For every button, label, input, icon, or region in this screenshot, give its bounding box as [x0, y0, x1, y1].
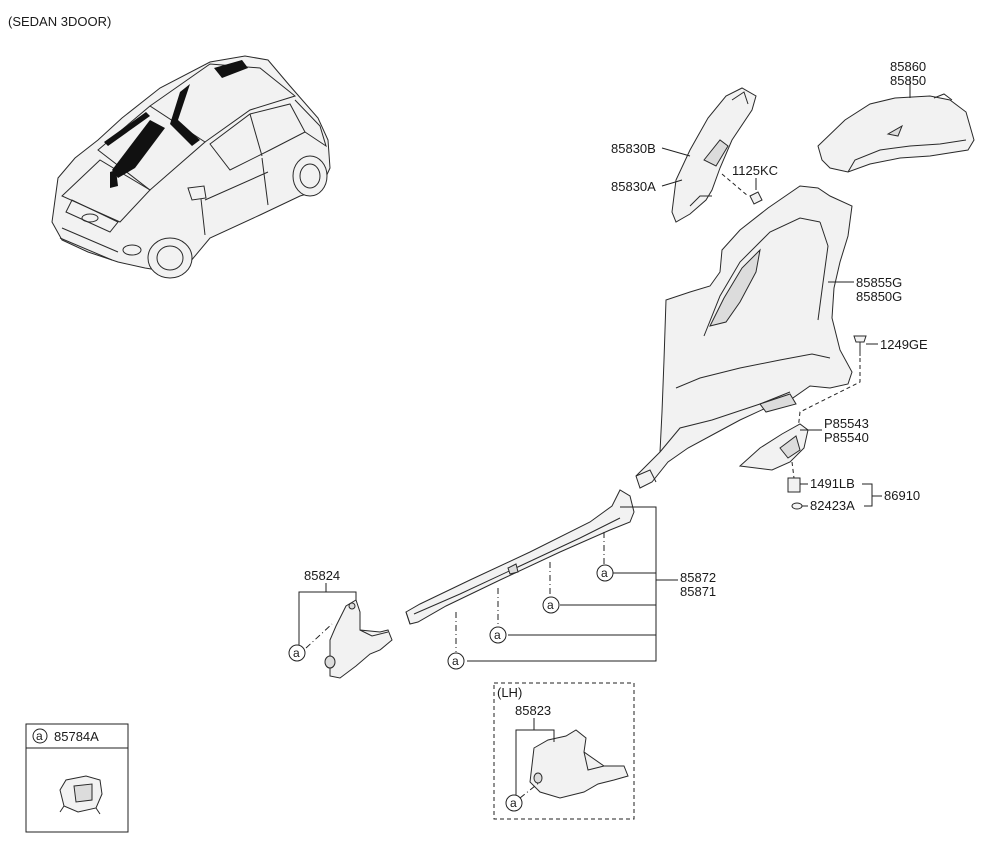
label-85860: 85860	[890, 59, 926, 74]
ref-circle-a	[447, 652, 465, 670]
label-85824: 85824	[304, 568, 340, 583]
label-P85540: P85540	[824, 430, 869, 445]
ref-circle-a	[542, 596, 560, 614]
label-85830B: 85830B	[611, 141, 656, 156]
clip-1249ge	[797, 335, 878, 431]
callout-a-85824	[305, 623, 333, 649]
label-85830A: 85830A	[611, 179, 656, 194]
ref-circle-a	[596, 564, 614, 582]
ref-symbol: a	[452, 654, 459, 668]
clip-85784a	[59, 775, 103, 815]
ref-symbol: a	[547, 598, 554, 612]
ref-symbol: a	[494, 628, 501, 642]
cowl-trim-85824	[324, 599, 393, 679]
label-85850: 85850	[890, 73, 926, 88]
ref-circle-a	[505, 794, 523, 812]
ref-symbol: a	[293, 646, 300, 660]
rear-upper-trim	[817, 93, 975, 173]
label-86910: 86910	[884, 488, 920, 503]
label-1491LB: 1491LB	[810, 476, 855, 491]
ref-circle-a	[288, 644, 306, 662]
label-82423A: 82423A	[810, 498, 855, 513]
sill-scuff	[405, 489, 635, 625]
leader-85823	[515, 718, 555, 796]
legend-symbol: a	[36, 729, 43, 743]
leader-85872	[467, 506, 678, 662]
label-P85543: P85543	[824, 416, 869, 431]
car-illustration	[51, 55, 331, 279]
legend-part-number: 85784A	[54, 729, 99, 744]
bracket-86910	[862, 483, 882, 507]
label-85850G: 85850G	[856, 289, 902, 304]
leader-85830B	[661, 147, 691, 157]
fastener-1491lb	[787, 461, 801, 493]
bracket-p85543	[738, 423, 809, 471]
diagram-title: (SEDAN 3DOOR)	[8, 14, 111, 29]
label-1125KC: 1125KC	[732, 163, 778, 178]
ref-symbol: a	[601, 566, 608, 580]
label-85872: 85872	[680, 570, 716, 585]
legend-box: a 85784A	[25, 723, 129, 833]
callout-a-85823	[519, 781, 541, 799]
screw-1125kc	[721, 173, 763, 205]
label-85871: 85871	[680, 584, 716, 599]
cowl-trim-85823	[529, 729, 629, 799]
label-1249GE: 1249GE	[880, 337, 928, 352]
label-85855G: 85855G	[856, 275, 902, 290]
quarter-trim	[635, 185, 853, 489]
ref-circle-a	[489, 626, 507, 644]
label-85823: 85823	[515, 703, 551, 718]
pillar-trim	[671, 87, 757, 223]
lh-variant-box	[493, 682, 635, 820]
leader-85824	[298, 583, 357, 647]
label-lh: (LH)	[497, 685, 522, 700]
washer-82423a	[791, 502, 803, 510]
leader-85830A	[661, 179, 683, 187]
ref-symbol: a	[510, 796, 517, 810]
